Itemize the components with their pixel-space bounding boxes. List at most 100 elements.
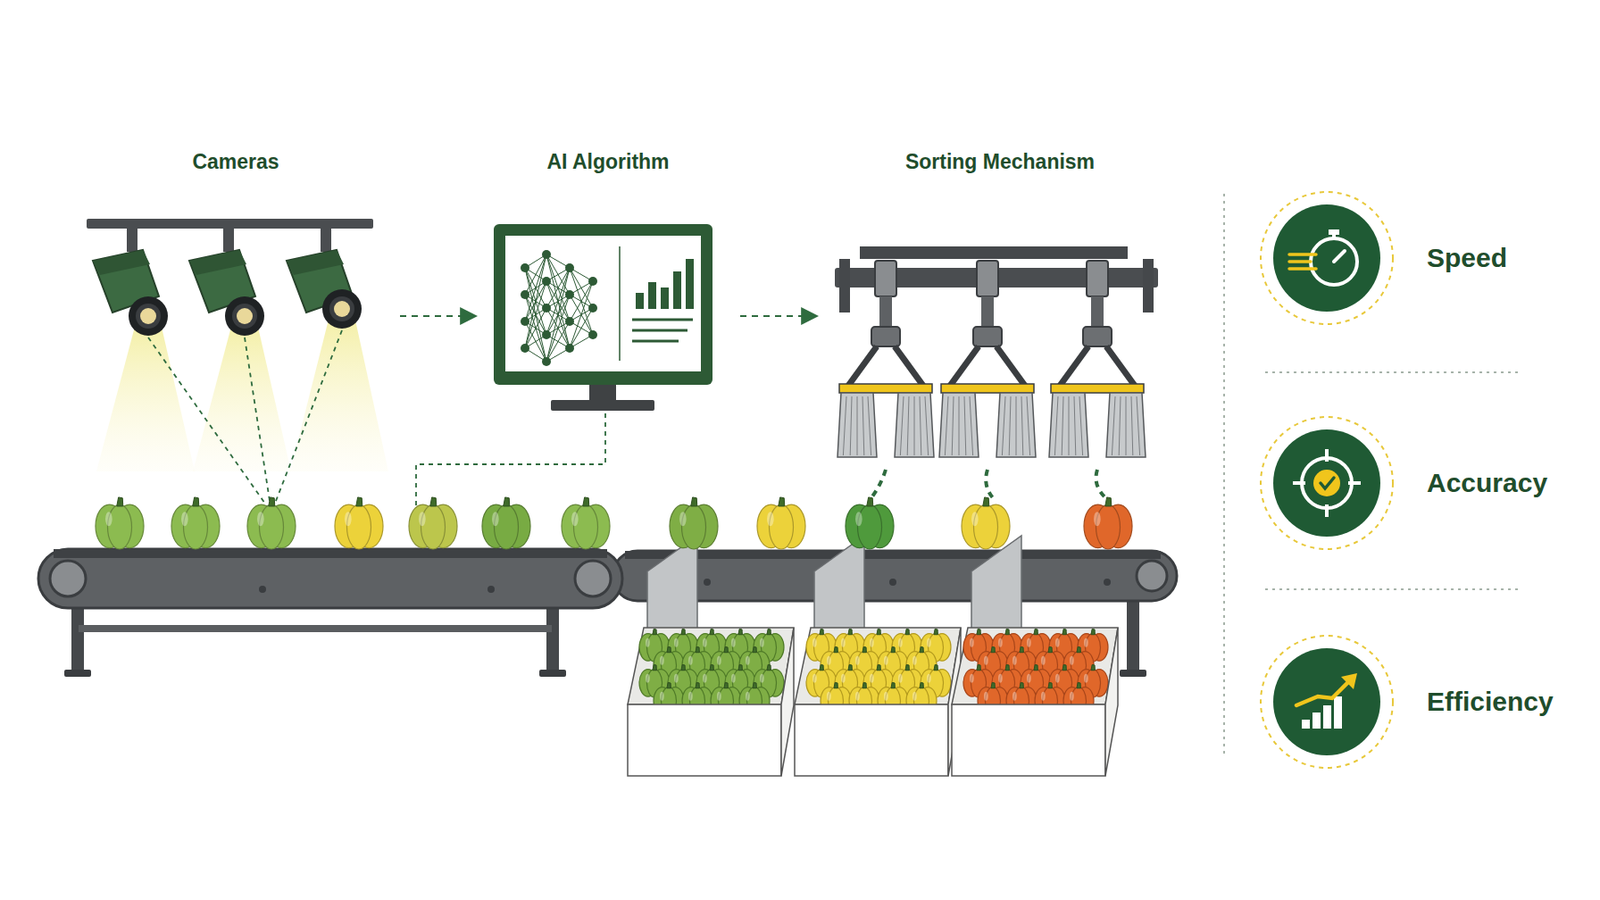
metric-label: Efficiency	[1426, 686, 1554, 717]
pepper-highlight	[1069, 656, 1075, 666]
pepper-stem	[866, 497, 874, 507]
bin-front	[951, 704, 1106, 776]
pepper-highlight	[766, 511, 775, 526]
net-node	[520, 263, 530, 273]
pepper-stem	[709, 664, 714, 670]
finger-line	[1079, 396, 1084, 456]
pepper	[482, 497, 531, 550]
bolt	[703, 578, 711, 586]
pepper-highlight	[679, 511, 687, 526]
chart-bar	[635, 292, 644, 309]
pepper-lobe	[574, 504, 599, 550]
icon-disc	[1273, 429, 1381, 537]
pepper-stem	[681, 628, 685, 634]
pepper-stem	[983, 497, 990, 507]
pepper-stem	[819, 628, 824, 634]
collection-bin	[627, 627, 794, 776]
pepper-stem	[652, 664, 657, 670]
camera-hood	[189, 250, 247, 275]
pepper-highlight	[1041, 656, 1046, 666]
pepper-stem	[724, 646, 728, 652]
gripper-arm	[950, 346, 1025, 386]
pepper-highlight	[759, 674, 765, 684]
pick-path	[1096, 469, 1109, 500]
gripper-band	[941, 383, 1034, 393]
finger-line	[1054, 396, 1059, 456]
stage-heading: AI Algorithm	[489, 142, 727, 175]
finger-line	[1026, 396, 1031, 456]
finger-line	[857, 396, 859, 456]
pepper-stem	[862, 646, 867, 652]
gripper-joint	[1083, 326, 1112, 347]
pepper-highlight	[731, 674, 736, 684]
pepper-lobe	[421, 504, 446, 550]
net-node	[541, 250, 551, 259]
pick-path	[869, 469, 886, 500]
gripper	[837, 260, 934, 458]
pepper-highlight	[1012, 691, 1017, 701]
finger-line	[1021, 396, 1024, 456]
mount-rail	[86, 218, 374, 229]
sorting-mechanism	[834, 246, 1159, 500]
finger-line	[919, 396, 922, 456]
net-link	[569, 281, 593, 349]
metric-label: Speed	[1426, 242, 1508, 274]
finger-line	[1131, 396, 1134, 456]
finger-line	[867, 396, 872, 456]
pepper-stem	[1048, 682, 1052, 688]
pepper-highlight	[898, 638, 903, 648]
finger-line	[850, 396, 852, 456]
pepper-highlight	[645, 638, 650, 648]
target-tick	[1325, 504, 1329, 517]
pepper-highlight	[571, 511, 579, 526]
metric-item: Efficiency	[1258, 632, 1592, 772]
roller	[575, 560, 611, 597]
camera-lens-glass	[140, 308, 157, 325]
pepper-stem	[1105, 497, 1112, 507]
finger-line	[1068, 396, 1070, 456]
pepper-highlight	[702, 638, 708, 648]
camera-bracket	[126, 228, 138, 252]
bolt	[1103, 578, 1111, 586]
gripper-finger	[894, 392, 934, 458]
finger-line	[914, 396, 916, 456]
screen-divider	[618, 246, 621, 361]
stage-heading: Sorting Mechanism	[830, 142, 1170, 175]
net-node	[588, 330, 598, 340]
stage-heading: Cameras	[84, 142, 387, 175]
chart-text-line	[632, 318, 693, 322]
conveyor-leg	[1126, 600, 1140, 675]
pepper-highlight	[998, 674, 1003, 684]
pepper-stem	[709, 628, 714, 634]
pepper-highlight	[716, 691, 722, 701]
finger-line	[1001, 396, 1006, 456]
pepper-highlight	[912, 691, 917, 701]
pepper-highlight	[812, 674, 817, 684]
finger-line	[862, 396, 865, 456]
camera-hood	[92, 250, 150, 275]
stage-group: Sorting Mechanism	[830, 142, 1170, 465]
pepper-stem	[778, 497, 785, 507]
finger-line	[842, 396, 847, 456]
pepper-stem	[738, 628, 742, 634]
pepper-stem	[905, 628, 909, 634]
pepper-highlight	[105, 511, 113, 526]
pepper-highlight	[983, 656, 989, 666]
pepper-stem	[1019, 646, 1024, 652]
net-link	[546, 267, 570, 335]
gripper-finger	[1106, 392, 1146, 458]
pepper	[334, 497, 384, 550]
pepper-stem	[268, 497, 275, 507]
pepper-highlight	[1026, 638, 1032, 648]
gripper-arm	[1059, 346, 1135, 386]
neural-net-icon	[520, 250, 598, 367]
icon-disc	[1273, 648, 1381, 756]
bin-side	[1105, 627, 1118, 776]
monitor-screen	[505, 235, 701, 372]
chute-plate	[647, 535, 698, 661]
pepper-stem	[192, 497, 200, 507]
metric-icon	[1260, 191, 1393, 325]
target-tick	[1325, 449, 1329, 462]
finger-line	[925, 396, 929, 456]
signal-line	[416, 413, 606, 506]
